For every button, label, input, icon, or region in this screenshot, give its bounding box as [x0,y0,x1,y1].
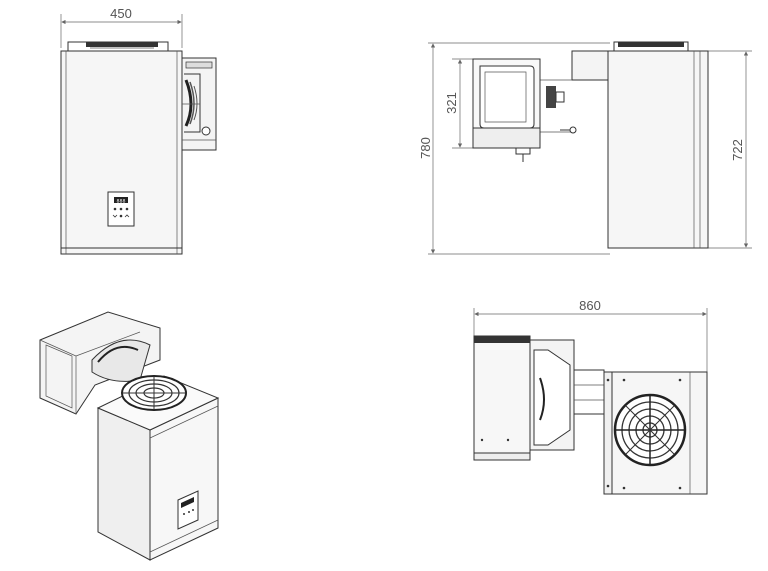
iso-fan-grille-icon [121,375,187,411]
controller-display: 888 [116,199,125,205]
top-fan-grille-icon [613,393,687,467]
side-height-label: 780 [418,137,433,159]
condenser-height-label: 321 [444,92,459,114]
side-body-panel [607,50,709,249]
top-condenser-box [473,335,531,461]
body-height-dimension: 722 [708,50,752,249]
front-view: 450 888 [60,6,217,255]
iso-main-body [97,407,151,561]
body-height-label: 722 [730,139,745,161]
top-length-label: 860 [579,298,601,313]
isometric-view [39,311,220,561]
condenser-fan-icon [182,73,201,133]
service-port-icon [201,126,211,136]
iso-controller-panel [177,490,199,530]
top-view: 860 [473,298,708,495]
top-length-dimension: 860 [473,298,708,372]
front-width-dimension: 450 [60,6,183,48]
side-view: 780 321 722 [418,41,752,255]
side-height-dimension: 780 [418,42,610,255]
front-width-label: 450 [110,6,132,21]
controller-panel: 888 [107,191,135,227]
